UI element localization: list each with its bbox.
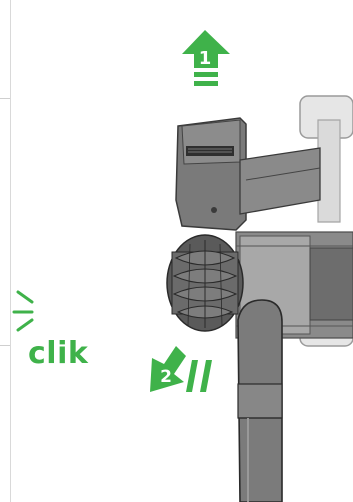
step2-number: 2 [160,367,172,387]
click-sound-label: clik [28,336,88,371]
step2-arrow-up-right-icon: 2 [150,346,212,392]
wand-tube [238,300,282,502]
step1-number: 1 [199,48,212,69]
click-lines-icon [14,292,32,330]
cyclone-pack [167,235,243,331]
step1-arrow-up-icon: 1 [182,30,230,86]
motor-housing [176,118,320,230]
